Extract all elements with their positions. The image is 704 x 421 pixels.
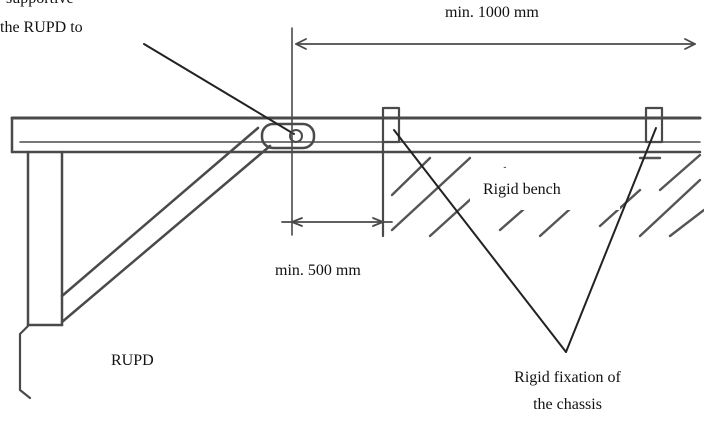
support-label-line2: the RUPD to bbox=[0, 19, 83, 36]
dimension-500-label: min. 500 mm bbox=[275, 262, 361, 279]
top-beam bbox=[10, 116, 702, 154]
fixation-bracket-left bbox=[381, 106, 401, 238]
dimension-500 bbox=[281, 217, 393, 227]
fixation-label-line2: the chassis bbox=[533, 396, 602, 413]
dimension-1000-label: min. 1000 mm bbox=[445, 4, 539, 21]
fixation-label-line1: Rigid fixation of bbox=[514, 369, 621, 386]
diagonal-brace bbox=[60, 126, 272, 324]
support-pointer-line bbox=[143, 43, 295, 135]
support-label-line1: supportive bbox=[6, 0, 74, 8]
fixation-pointer-right bbox=[565, 127, 657, 353]
bench-label-background bbox=[470, 168, 620, 210]
dimension-1000 bbox=[291, 27, 696, 236]
fixation-bracket-right bbox=[644, 106, 664, 144]
rupd-label: RUPD bbox=[111, 352, 154, 369]
rigid-bench-label: Rigid bench bbox=[483, 181, 561, 198]
pin-connection bbox=[260, 122, 316, 150]
fixation-pointer-left bbox=[393, 129, 567, 353]
rupd-post bbox=[18, 150, 64, 400]
